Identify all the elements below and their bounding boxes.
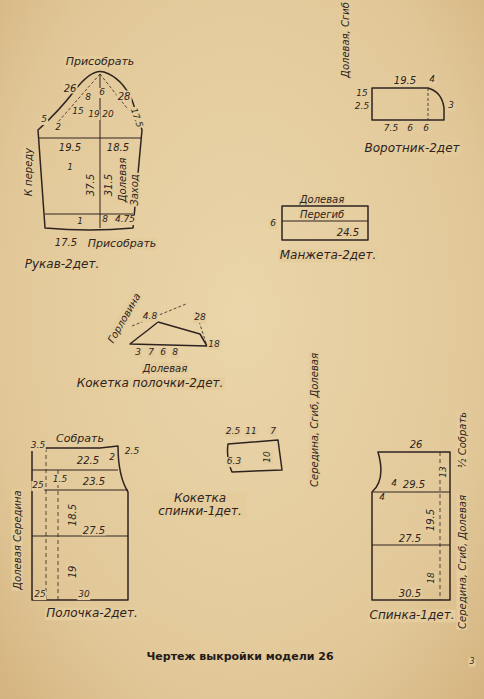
dimension-label: 4 <box>428 75 436 85</box>
dimension-label: 22.5 <box>76 455 100 466</box>
dimension-label: Середина, Сгиб, Долевая <box>457 494 468 630</box>
caption: Чертеж выкройки модели 26 <box>146 650 333 663</box>
dimension-label: 19 <box>87 110 100 120</box>
dimension-label: 1 <box>76 217 84 227</box>
dimension-label: 25 <box>31 481 44 491</box>
dimension-label: 27.5 <box>82 525 106 536</box>
dimension-label: 3.5 <box>30 441 46 451</box>
dimension-label: 28 <box>117 91 132 102</box>
dimension-label: 6 <box>269 219 277 229</box>
dimension-label: 18.5 <box>67 503 78 527</box>
dimension-label: 18 <box>207 340 220 350</box>
dimension-label: 27.5 <box>398 533 422 544</box>
back-yoke-outline <box>228 440 283 472</box>
dimension-label: 30 <box>77 590 90 600</box>
dimension-label: Долевая Середина <box>12 489 23 590</box>
piece-name: Манжета-2дет. <box>279 249 378 262</box>
dimension-label: 25 <box>33 590 46 600</box>
dimension-label: 2 <box>54 123 62 133</box>
dimension-label: 17.5 <box>128 106 145 130</box>
dimension-label: 4.8 <box>142 312 158 322</box>
dimension-label: 30.5 <box>398 588 422 599</box>
dimension-label: 26 <box>63 83 78 94</box>
dimension-label: 2.5 <box>354 102 370 112</box>
dimension-label: Присобрать <box>65 56 136 68</box>
dimension-label: 8 <box>84 93 92 103</box>
dimension-label: 19 <box>67 565 78 580</box>
dimension-label: 3 <box>134 348 142 358</box>
piece-name: Воротник-2дет <box>363 142 460 155</box>
dimension-label: 8 <box>101 215 109 225</box>
dimension-label: 37.5 <box>85 173 96 197</box>
dimension-label: 26 <box>409 439 424 450</box>
back-lines <box>372 492 450 545</box>
dimension-label: 29.5 <box>402 479 426 490</box>
piece-name: Полочка-2дет. <box>45 607 139 620</box>
dimension-label: Собрать <box>55 433 105 445</box>
dimension-label: 13 <box>439 465 449 478</box>
dimension-label: 3 <box>468 658 475 667</box>
dimension-label: 2.5 <box>124 447 140 457</box>
cuff-outline <box>282 206 368 240</box>
front-yoke-outline <box>130 322 207 346</box>
dimension-label: 7 <box>147 348 155 358</box>
dimension-label: 6 <box>159 348 167 358</box>
dimension-label: 18.5 <box>106 142 130 153</box>
dimension-label: 19.5 <box>425 508 436 532</box>
dimension-label: 2 <box>108 453 116 463</box>
dimension-label: 4.75 <box>114 215 136 225</box>
dimension-label: 17.5 <box>54 237 78 248</box>
dimension-label: 23.5 <box>82 476 106 487</box>
collar-outline <box>372 88 444 120</box>
dimension-label: 2.5 <box>225 427 241 437</box>
dimension-label: Перегиб <box>299 209 345 220</box>
piece-name: Спинка-1дет. <box>369 609 456 622</box>
dimension-label: 4 <box>378 493 386 503</box>
dimension-label: 19.5 <box>58 142 82 153</box>
piece-name: Рукав-2дет. <box>24 258 100 271</box>
dimension-label: 5 <box>40 115 48 125</box>
dimension-label: Долевая <box>142 363 189 374</box>
dimension-label: 3 <box>447 101 455 111</box>
dimension-label: 24.5 <box>336 227 360 238</box>
dimension-label: 7 <box>269 427 277 437</box>
back-outline <box>372 452 450 600</box>
dimension-label: 31.5 <box>103 173 114 197</box>
dimension-label: 19.5 <box>393 75 417 86</box>
dimension-label: Середина, Сгиб, Долевая <box>309 352 320 488</box>
dimension-label: 6 <box>98 88 106 98</box>
piece-name: Кокетка спинки-1дет. <box>153 492 247 518</box>
front-yoke-construction <box>132 304 207 346</box>
dimension-label: Долевая <box>299 194 346 205</box>
dimension-label: 11 <box>244 427 257 437</box>
dimension-label: 18 <box>427 571 437 584</box>
dimension-label: 6 <box>406 124 414 134</box>
dimension-label: 4 <box>390 479 398 489</box>
dimension-label: 15 <box>355 89 368 99</box>
dimension-label: 7.5 <box>383 124 399 134</box>
dimension-label: 1 <box>66 163 74 173</box>
dimension-label: 1.5 <box>52 475 68 485</box>
cuff-fold <box>282 221 368 222</box>
collar-line <box>428 88 429 120</box>
piece-name: Кокетка полочки-2дет. <box>76 377 225 390</box>
sleeve-construction <box>58 74 138 122</box>
front-construction <box>46 448 58 600</box>
sleeve-outline <box>38 71 142 230</box>
front-outline <box>32 446 128 600</box>
sleeve-lines <box>38 74 142 228</box>
dimension-label: 15 <box>71 107 84 117</box>
dimension-label: 6 <box>422 124 430 134</box>
dimension-label: Заход <box>129 173 140 207</box>
dimension-label: 20 <box>101 110 114 120</box>
dimension-label: Присобрать <box>87 238 158 250</box>
dimension-label: 6.3 <box>226 457 242 467</box>
dimension-label: 8 <box>171 348 179 358</box>
dimension-label: 10 <box>263 450 273 463</box>
dimension-label: Долевая, Сгиб <box>340 1 351 79</box>
dimension-label: К переду <box>23 147 34 197</box>
dimension-label: 28 <box>193 313 206 323</box>
dimension-label: ½ Собрать <box>457 411 468 469</box>
dimension-label: Долевая <box>117 157 128 204</box>
